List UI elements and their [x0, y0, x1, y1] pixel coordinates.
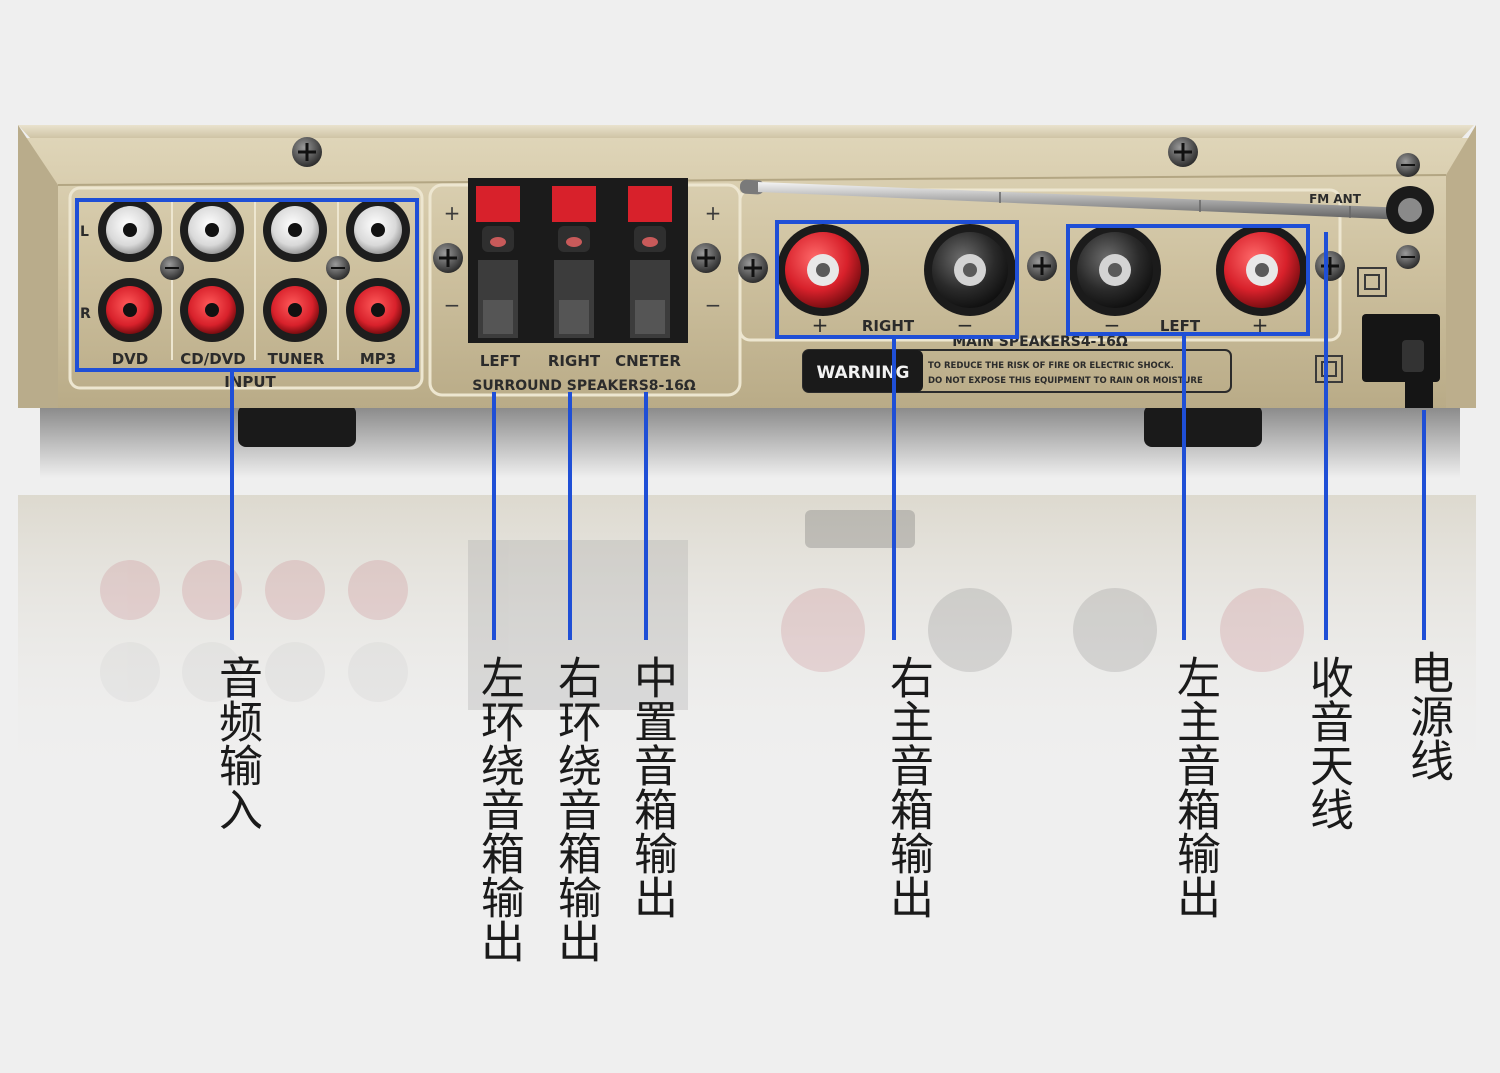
screw [1396, 153, 1420, 177]
chassis-right-bevel [1446, 125, 1476, 408]
callout-lines [230, 232, 1426, 640]
rca-jack-white [98, 198, 162, 262]
rca-jack-white [263, 198, 327, 262]
telescopic-antenna [739, 179, 1408, 220]
screw [738, 253, 768, 283]
main-left-plus: + [1252, 313, 1269, 337]
screw [1315, 251, 1345, 281]
right-foot [1144, 405, 1262, 447]
input-label-tuner: TUNER [268, 350, 325, 368]
input-highlight-box [75, 198, 419, 372]
main-left-label: LEFT [1160, 317, 1201, 335]
callout-center-out: 中置音箱输出 [626, 655, 677, 919]
surround-channel-center: CNETER [615, 352, 681, 370]
surround-plus-left: + [444, 201, 461, 225]
input-label-mp3: MP3 [360, 350, 396, 368]
rca-jack-red [263, 278, 327, 342]
power-cord-plug [1362, 314, 1440, 408]
double-insulation-icon [1315, 355, 1343, 383]
rca-jack-red [346, 278, 410, 342]
callout-left-surround-out: 左环绕音箱输出 [473, 655, 524, 963]
input-label-cddvd: CD/DVD [180, 350, 245, 368]
rca-jack-red [180, 278, 244, 342]
screw [1396, 245, 1420, 269]
main-right-plus: + [812, 313, 829, 337]
input-section-outline [68, 186, 424, 390]
surround-group-label: SURROUND SPEAKERS8-16Ω [472, 378, 696, 394]
screw [1027, 251, 1057, 281]
double-insulation-icon [1357, 267, 1387, 297]
left-foot [238, 405, 356, 447]
surround-channel-left: LEFT [480, 352, 521, 370]
spring-terminal-left [476, 186, 520, 338]
warning-line-1: TO REDUCE THE RISK OF FIRE OR ELECTRIC S… [928, 361, 1174, 371]
callout-power-cord: 电源线 [1402, 650, 1453, 782]
rca-row-left-label: L [80, 224, 89, 240]
reflection-details [100, 510, 1304, 710]
surround-channel-right: RIGHT [548, 352, 601, 370]
spring-terminal-right [552, 186, 596, 338]
screw [326, 256, 350, 280]
screw [160, 256, 184, 280]
floor-reflection [18, 495, 1476, 785]
rca-jack-red [98, 278, 162, 342]
left-main-highlight-box [1066, 224, 1310, 336]
rca-jack-white [180, 198, 244, 262]
surround-minus-left: − [444, 293, 461, 317]
callout-audio-input: 音频输入 [211, 655, 262, 831]
main-right-label: RIGHT [862, 317, 915, 335]
rca-row-right-label: R [80, 306, 91, 322]
rca-jack-white [346, 198, 410, 262]
spring-terminal-center [628, 186, 672, 338]
binding-post-black [924, 224, 1016, 316]
antenna-connector [1386, 186, 1434, 234]
callout-left-main-out: 左主音箱输出 [1169, 655, 1220, 919]
binding-post-red [777, 224, 869, 316]
surround-plus-right: + [705, 201, 722, 225]
input-label-dvd: DVD [112, 350, 149, 368]
callout-right-main-out: 右主音箱输出 [882, 655, 933, 919]
callout-right-surround-out: 右环绕音箱输出 [550, 655, 601, 963]
surround-minus-right: − [705, 293, 722, 317]
binding-post-red [1216, 224, 1308, 316]
warning-line-2: DO NOT EXPOSE THIS EQUIPMENT TO RAIN OR … [928, 376, 1203, 386]
main-right-minus: − [957, 313, 974, 337]
chassis-top-lip [18, 125, 1474, 140]
warning-title: WARNING [817, 363, 910, 383]
screw [1168, 137, 1198, 167]
main-left-minus: − [1104, 313, 1121, 337]
callout-radio-antenna: 收音天线 [1302, 655, 1353, 831]
binding-post-black [1069, 224, 1161, 316]
screw [691, 243, 721, 273]
screw [292, 137, 322, 167]
input-group-label: INPUT [224, 373, 276, 391]
screw [433, 243, 463, 273]
antenna-label: FM ANT [1309, 192, 1362, 206]
right-main-highlight-box [775, 220, 1019, 339]
chassis-left-bevel [18, 125, 58, 408]
